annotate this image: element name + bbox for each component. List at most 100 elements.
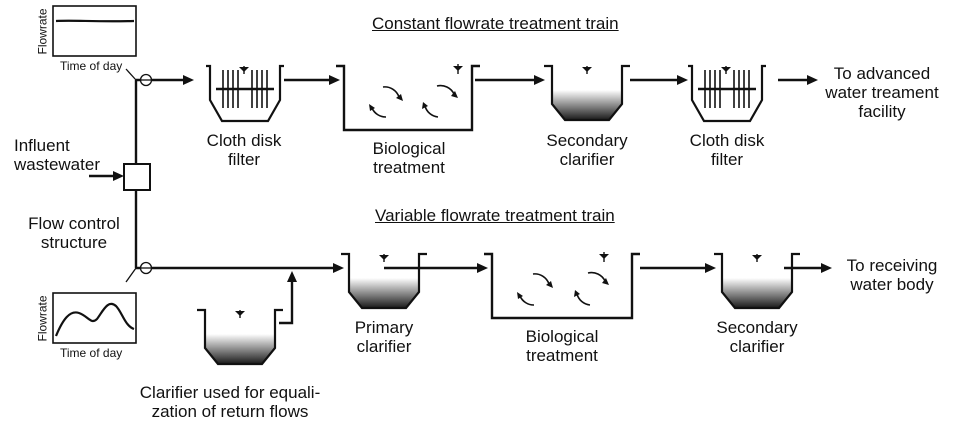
label-line: Biological — [525, 327, 599, 346]
influent-label-line1: Influent — [14, 136, 70, 155]
label-line: Primary — [354, 318, 414, 337]
filter-tank — [688, 64, 766, 123]
biological-2-label: Biological treatment — [503, 327, 621, 365]
constant-flow-curve — [55, 19, 135, 23]
flow-meters — [125, 68, 153, 283]
water-level-icon — [721, 67, 731, 72]
label-line: filter — [710, 150, 744, 169]
clarifier-tank — [714, 252, 800, 310]
cloth-filter-1-label: Cloth disk filter — [190, 131, 298, 169]
water-level-icon — [235, 311, 245, 316]
constant-train-title: Constant flowrate treatment train — [372, 14, 619, 33]
secondary-clarifier-1 — [544, 64, 630, 122]
label-line: Cloth disk — [206, 131, 282, 150]
water-level-icon — [453, 66, 463, 71]
clarifier-tank — [341, 252, 427, 310]
water-level-icon — [379, 255, 389, 260]
flow-control-box — [123, 163, 151, 191]
bio-tank — [336, 64, 480, 132]
sludge-blanket — [349, 278, 419, 308]
arrowhead — [113, 171, 124, 181]
equalization-clarifier — [197, 308, 283, 366]
leader-line — [125, 267, 137, 283]
primary-clarifier — [341, 252, 427, 310]
label-line: treatment — [373, 158, 445, 177]
arrowhead — [534, 75, 545, 85]
arrowhead — [821, 263, 832, 273]
flow-control-label: Flow control structure — [12, 214, 136, 252]
sludge-blanket — [205, 334, 275, 364]
graph-top-xlabel: Time of day — [60, 59, 123, 73]
cloth-disk-filter-2 — [688, 64, 766, 123]
mixing-arrowhead — [517, 292, 523, 299]
arrowhead — [807, 75, 818, 85]
sludge-blanket — [552, 90, 622, 120]
flow-control-label-line2: structure — [40, 233, 108, 252]
influent-label-line2: wastewater — [14, 155, 100, 174]
primary-clarifier-label: Primary clarifier — [332, 318, 436, 356]
mixing-arrow — [424, 105, 439, 118]
clarifier-tank — [544, 64, 630, 122]
label-line: treatment — [526, 346, 598, 365]
return-flow-pipe — [279, 281, 294, 325]
label-line: Secondary — [546, 131, 628, 150]
mixing-arrow — [436, 84, 455, 95]
arrowhead — [705, 263, 716, 273]
mixing-arrowhead — [451, 91, 458, 98]
label-line: clarifier — [356, 337, 412, 356]
label-line: Biological — [372, 139, 446, 158]
label-line: Secondary — [716, 318, 798, 337]
mixing-arrow — [371, 107, 387, 118]
mixing-arrowhead — [396, 94, 403, 101]
mixing-arrowhead — [602, 278, 609, 285]
biological-1-label: Biological treatment — [350, 139, 468, 177]
advanced-outlet-label: To advanced water treament facility — [812, 64, 952, 121]
receiving-outlet-label: To receiving water body — [832, 256, 952, 294]
label-line: facility — [858, 102, 906, 121]
flow-control-label-line1: Flow control — [28, 214, 120, 233]
water-level-icon — [752, 255, 762, 260]
filter-tank — [206, 64, 284, 123]
label-line: clarifier — [729, 337, 785, 356]
water-level-icon — [582, 67, 592, 72]
mixing-arrow — [382, 86, 400, 98]
mixing-arrowhead — [422, 102, 428, 109]
cloth-filter-2-label: Cloth disk filter — [673, 131, 781, 169]
arrowhead — [477, 263, 488, 273]
arrowhead — [183, 75, 194, 85]
mixing-arrowhead — [546, 281, 553, 288]
secondary-2-label: Secondary clarifier — [702, 318, 812, 356]
water-level-icon — [599, 254, 609, 259]
sludge-blanket — [722, 278, 792, 308]
mixing-arrowhead — [369, 104, 375, 111]
label-line: Cloth disk — [689, 131, 765, 150]
graph-bottom-xlabel: Time of day — [60, 346, 123, 360]
secondary-clarifier-2 — [714, 252, 800, 310]
graph-bottom-ylabel: Flowrate — [35, 295, 50, 342]
label-line: clarifier — [559, 150, 615, 169]
label-line: To advanced — [833, 64, 931, 83]
water-level-icon — [239, 67, 249, 72]
label-line: Clarifier used for equali- — [139, 383, 321, 402]
label-line: water treament — [825, 83, 939, 102]
equalization-clarifier-label: Clarifier used for equali- zation of ret… — [120, 383, 340, 421]
mixing-arrow — [576, 293, 591, 306]
leader-line — [125, 68, 137, 81]
label-line: filter — [227, 150, 261, 169]
secondary-1-label: Secondary clarifier — [532, 131, 642, 169]
arrowhead — [677, 75, 688, 85]
graph-top — [52, 5, 137, 57]
mixing-arrowhead — [574, 290, 580, 297]
mixing-arrow — [519, 295, 535, 306]
bio-tank — [484, 252, 640, 320]
biological-tank-1 — [336, 64, 480, 132]
graph-bottom — [52, 292, 137, 344]
variable-flow-curve — [54, 302, 135, 337]
arrowheads — [113, 75, 832, 282]
mixing-arrow — [532, 273, 550, 285]
biological-tank-2 — [484, 252, 640, 320]
label-line: water body — [850, 275, 934, 294]
arrowhead — [333, 263, 344, 273]
arrowhead — [329, 75, 340, 85]
